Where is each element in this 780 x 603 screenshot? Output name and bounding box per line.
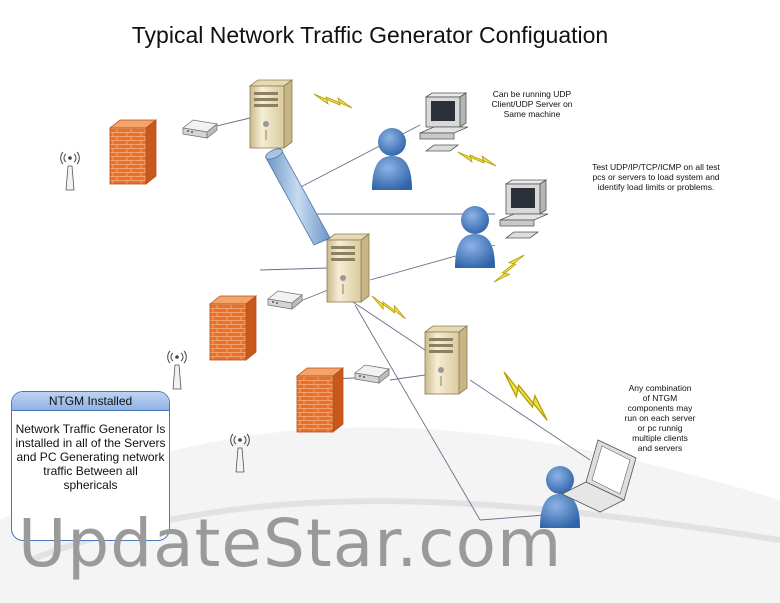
ntgm-info-panel: NTGM Installed Network Traffic Generator…: [11, 391, 170, 541]
note-any-combination: Any combination of NTGM components may r…: [624, 383, 696, 453]
desktop-computer-icon: [499, 179, 549, 239]
user-icon: [372, 128, 412, 190]
lightning-bolt-icon: [492, 371, 559, 421]
server-icon: [249, 79, 293, 149]
laptop-icon: [561, 439, 637, 513]
watermark: UpdateStar.com: [18, 505, 563, 582]
panel-text: Network Traffic Generator Is installed i…: [15, 422, 166, 492]
server-icon: [326, 233, 370, 303]
firewall-icon: [296, 367, 344, 433]
lightning-bolt-icon: [493, 248, 525, 289]
note-udp-same-machine: Can be running UDP Client/UDP Server on …: [491, 89, 573, 119]
user-icon: [455, 206, 495, 268]
router-icon: [354, 364, 390, 384]
router-icon: [182, 119, 218, 139]
server-icon: [424, 325, 468, 395]
lightning-bolt-icon: [313, 93, 353, 109]
diagram-title: Typical Network Traffic Generator Config…: [131, 22, 609, 48]
panel-heading: NTGM Installed: [12, 392, 169, 411]
wireless-antenna-icon: [167, 350, 187, 390]
lightning-bolt-icon: [368, 295, 410, 320]
note-test-protocols: Test UDP/IP/TCP/ICMP on all test pcs or …: [592, 162, 720, 192]
pipe-icon: [265, 148, 331, 246]
desktop-computer-icon: [419, 92, 469, 152]
firewall-icon: [109, 119, 157, 185]
router-icon: [267, 290, 303, 310]
lightning-bolt-icon: [457, 151, 497, 167]
firewall-icon: [209, 295, 257, 361]
wireless-antenna-icon: [60, 151, 80, 191]
background-swoosh: [0, 427, 780, 603]
